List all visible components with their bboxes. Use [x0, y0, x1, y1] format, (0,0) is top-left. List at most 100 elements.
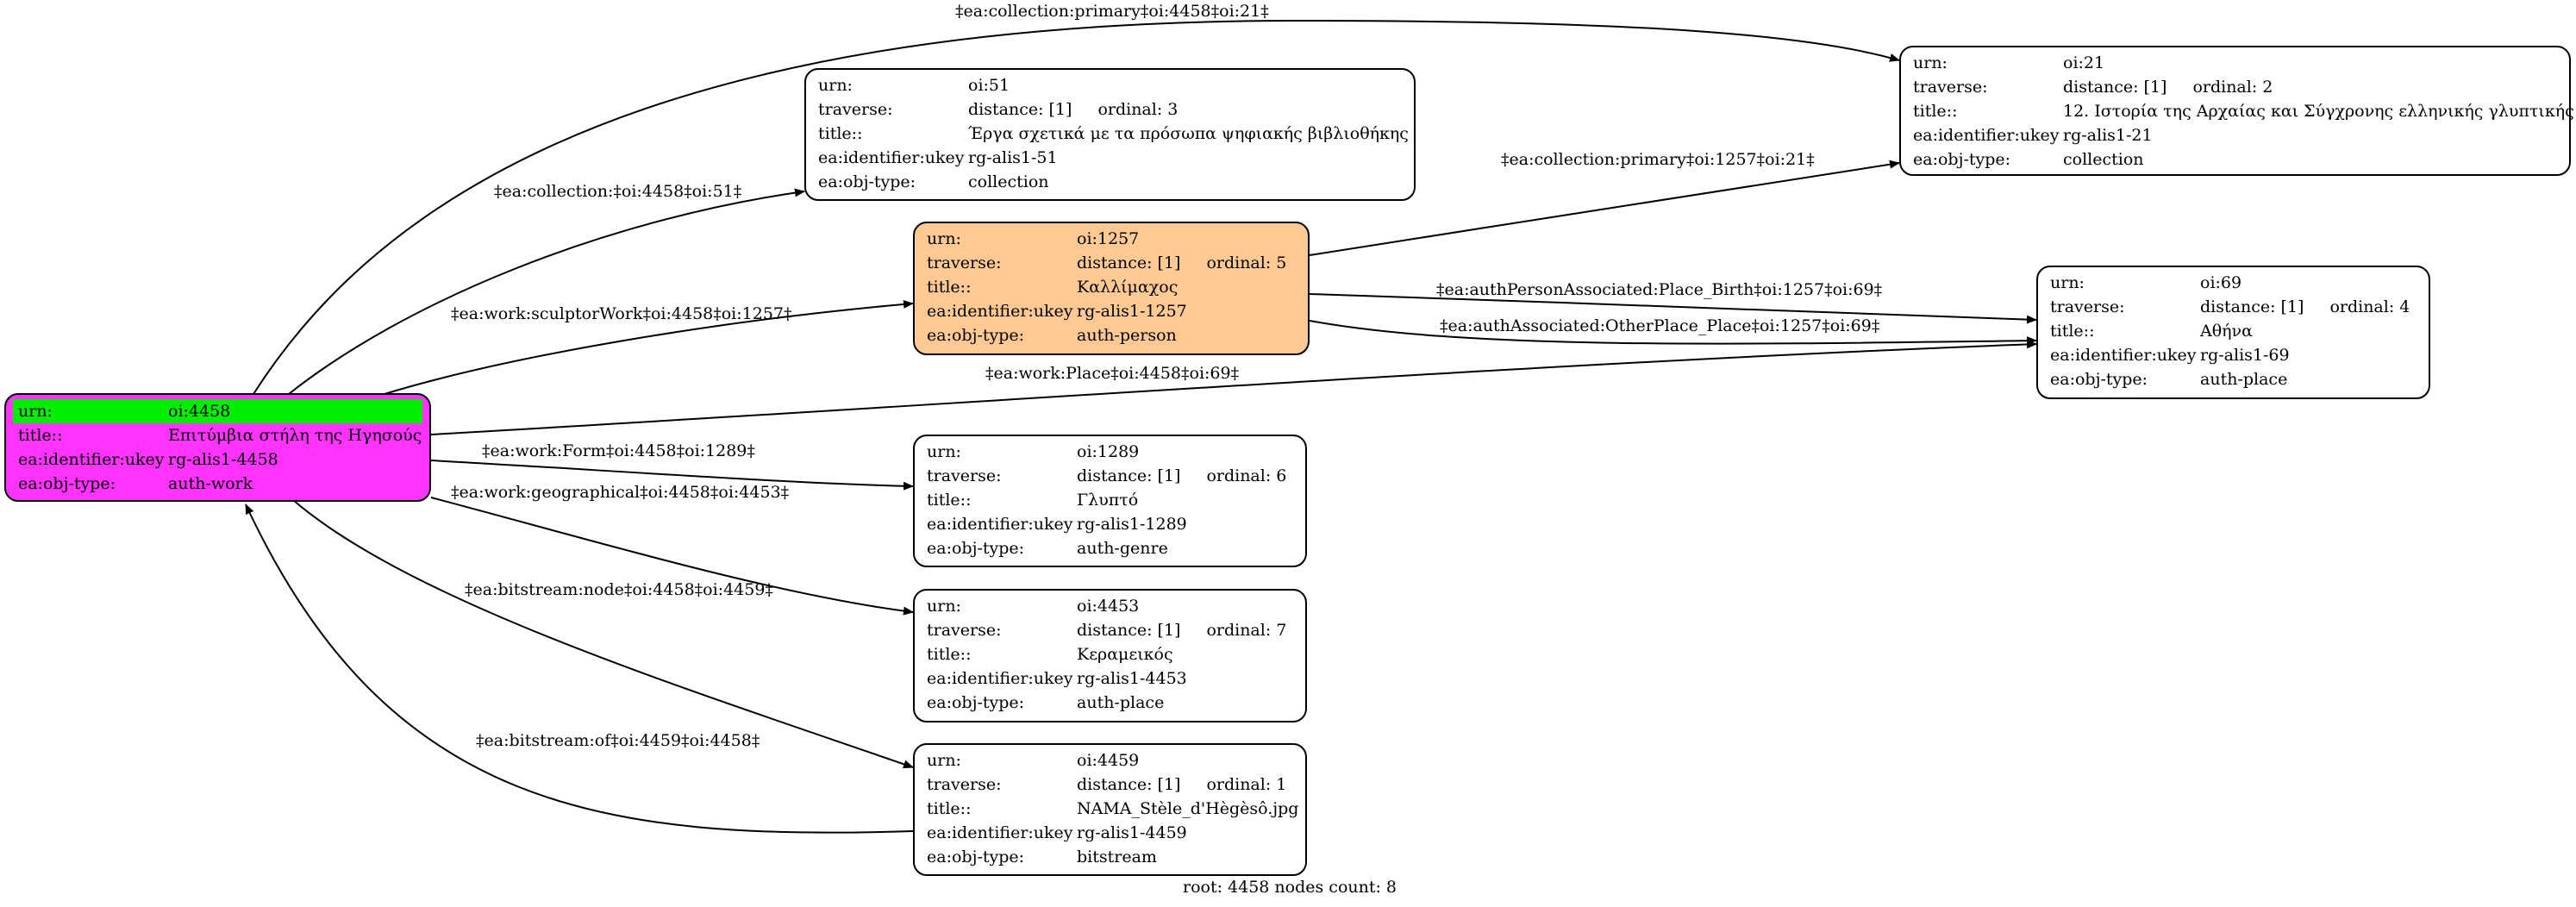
node-row-title: title::Επιτύμβια στήλη της Ηγησούς: [6, 423, 429, 447]
node-row-obj-type: ea:obj-type:collection: [1901, 147, 2569, 172]
edge-bitstream-of-4459-4458: [245, 504, 914, 834]
row-value: NAMA_Stèle_d'Hègèsô.jpg: [1077, 799, 1299, 818]
row-key: title::: [927, 799, 972, 818]
row-value: Κεραμεικός: [1077, 645, 1173, 664]
row-key: traverse:: [927, 466, 1002, 485]
node-row-title: title::Έργα σχετικά με τα πρόσωπα ψηφιακ…: [806, 122, 1414, 146]
row-value: rg-alis1-4458: [168, 450, 278, 469]
row-value: rg-alis1-1289: [1077, 515, 1187, 534]
row-key: title::: [927, 645, 972, 664]
node-row-obj-type: ea:obj-type:auth-place: [2038, 367, 2429, 391]
node-1257[interactable]: urn:oi:1257 traverse:distance: [1]ordina…: [913, 222, 1310, 355]
edge-collection-4458-51: [288, 188, 805, 395]
row-key: ea:obj-type:: [927, 848, 1025, 866]
edge-label: ‡ea:work:geographical‡oi:4458‡oi:4453‡: [451, 483, 790, 502]
edge-form-4458-1289: [430, 460, 914, 491]
row-key: urn:: [18, 402, 53, 421]
row-extra: ordinal: 6: [1206, 466, 1287, 485]
node-row-traverse: traverse:distance: [1]ordinal: 7: [915, 618, 1305, 642]
row-key: ea:identifier:ukey: [1913, 126, 2060, 145]
edge-place-4458-69: [430, 340, 2037, 435]
row-key: ea:obj-type:: [927, 539, 1025, 558]
row-value: distance: [1]: [1077, 621, 1181, 640]
row-key: ea:obj-type:: [927, 326, 1025, 345]
node-row-urn: urn:oi:51: [806, 73, 1414, 97]
row-value: rg-alis1-51: [968, 148, 1058, 167]
row-value: auth-place: [2200, 370, 2288, 389]
row-key: ea:identifier:ukey: [927, 302, 1073, 321]
node-21[interactable]: urn:oi:21 traverse:distance: [1]ordinal:…: [1899, 46, 2574, 176]
row-value: oi:21: [2063, 53, 2105, 72]
row-value: distance: [1]: [2200, 297, 2304, 316]
edge-label: ‡ea:collection:‡oi:4458‡oi:51‡: [494, 182, 742, 201]
node-row-traverse: traverse:distance: [1]ordinal: 6: [915, 464, 1305, 488]
edge-sculptor-work-4458-1257: [384, 299, 914, 395]
node-4453[interactable]: urn:oi:4453 traverse:distance: [1]ordina…: [913, 589, 1307, 722]
edge-place-birth-1257-69: [1309, 293, 2037, 324]
row-value: Καλλίμαχος: [1077, 278, 1179, 297]
node-row-obj-type: ea:obj-type: auth-genre: [915, 536, 1305, 560]
row-key: ea:obj-type:: [927, 693, 1025, 712]
row-key: title::: [927, 491, 972, 510]
row-value: oi:69: [2200, 273, 2242, 292]
edge-label: ‡ea:work:Form‡oi:4458‡oi:1289‡: [482, 441, 755, 460]
row-value: oi:1289: [1077, 442, 1140, 461]
row-key: traverse:: [1913, 78, 1988, 97]
row-value: 12. Ιστορία της Αρχαίας και Σύγχρονης ελ…: [2063, 102, 2574, 121]
node-row-obj-type: ea:obj-type:collection: [806, 170, 1414, 194]
row-key: urn:: [818, 76, 853, 95]
row-extra: ordinal: 5: [1206, 253, 1287, 272]
row-value: auth-place: [1077, 693, 1165, 712]
row-extra: ordinal: 2: [2192, 78, 2273, 97]
node-51[interactable]: urn:oi:51 traverse:distance: [1]ordinal:…: [804, 68, 1416, 201]
row-key: traverse:: [927, 775, 1002, 794]
edge-other-place-1257-69: [1309, 320, 2037, 346]
node-row-urn: urn:oi:4458: [13, 399, 422, 423]
row-value: distance: [1]: [968, 100, 1072, 119]
edge-collection-primary-4458-21: [253, 19, 1900, 395]
row-value: distance: [1]: [1077, 775, 1181, 794]
row-value: rg-alis1-69: [2200, 346, 2290, 365]
node-row-title: title::Γλυπτό: [915, 488, 1305, 512]
row-key: traverse:: [927, 621, 1002, 640]
node-row-obj-type: ea:obj-type: auth-work: [6, 472, 429, 496]
row-key: urn:: [927, 597, 961, 616]
node-4458[interactable]: urn:oi:4458 title::Επιτύμβια στήλη της Η…: [4, 393, 431, 502]
row-key: ea:obj-type:: [18, 474, 116, 493]
edge-label: ‡ea:work:Place‡oi:4458‡oi:69‡: [985, 364, 1240, 383]
row-key: ea:obj-type:: [818, 172, 916, 191]
row-value: auth-genre: [1077, 539, 1168, 558]
row-value: Αθήνα: [2200, 322, 2253, 341]
row-key: title::: [2050, 322, 2095, 341]
row-key: ea:identifier:ukey: [18, 450, 165, 469]
edge-bitstream-node-4458-4459: [292, 499, 914, 769]
node-row-obj-type: ea:obj-type:bitstream: [915, 845, 1305, 869]
node-row-title: title::Κεραμεικός: [915, 642, 1305, 666]
node-4459[interactable]: urn:oi:4459 traverse:distance: [1]ordina…: [913, 743, 1307, 876]
node-row-title: title::Καλλίμαχος: [915, 275, 1308, 299]
node-row-traverse: traverse:distance: [1]ordinal: 4: [2038, 295, 2429, 319]
edge-geographical-4458-4453: [430, 497, 914, 616]
node-69[interactable]: urn:oi:69 traverse:distance: [1]ordinal:…: [2036, 266, 2430, 399]
row-value: oi:4459: [1077, 751, 1140, 770]
row-value: auth-work: [168, 474, 253, 493]
graph-footer: root: 4458 nodes count: 8: [1183, 878, 1397, 897]
node-row-traverse: traverse:distance: [1]ordinal: 5: [915, 251, 1308, 275]
edge-label: ‡ea:bitstream:node‡oi:4458‡oi:4459‡: [465, 580, 773, 599]
edge-label: ‡ea:authAssociated:OtherPlace_Place‡oi:1…: [1440, 316, 1880, 335]
row-key: urn:: [927, 442, 961, 461]
node-1289[interactable]: urn: oi:1289 traverse:distance: [1]ordina…: [913, 435, 1307, 567]
row-value: distance: [1]: [1077, 253, 1181, 272]
edge-label: ‡ea:collection:primary‡oi:4458‡oi:21‡: [955, 2, 1269, 21]
node-row-urn: urn:oi:4453: [915, 594, 1305, 618]
row-key: ea:identifier:ukey: [927, 823, 1073, 842]
row-key: ea:obj-type:: [1913, 150, 2011, 169]
